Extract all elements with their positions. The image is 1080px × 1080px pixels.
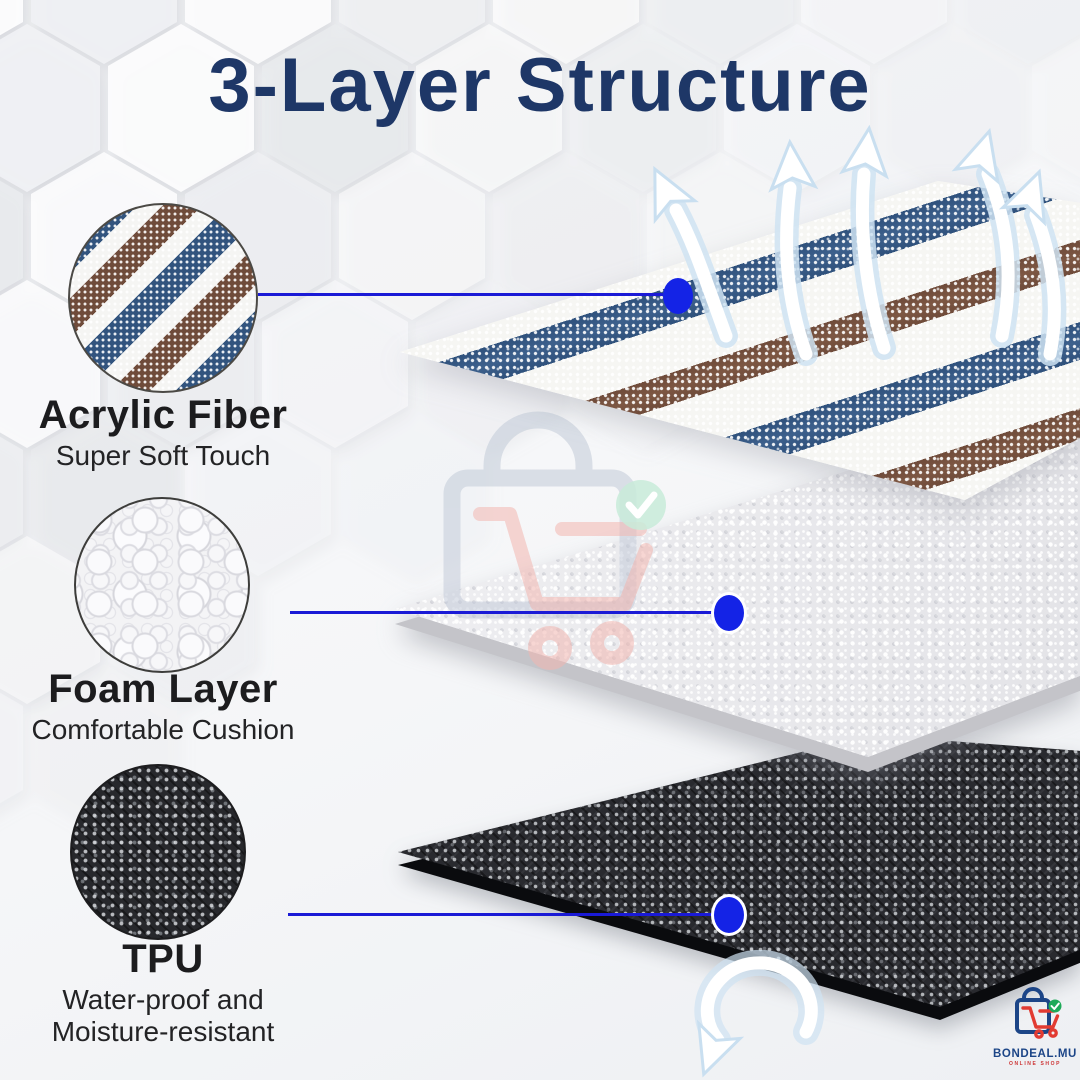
connector-line-tpu: [288, 913, 714, 916]
acrylic-fiber-swatch: [68, 203, 258, 393]
brand-tagline: ONLINE SHOP: [1008, 1061, 1062, 1067]
connector-dot-tpu: [711, 894, 747, 936]
check-badge-icon: [616, 480, 666, 530]
check-badge-icon: [1048, 999, 1062, 1013]
shopping-cart-icon: [1021, 1006, 1060, 1039]
shopping-bag-icon: [1015, 987, 1051, 1034]
connector-dot-acrylic: [663, 278, 693, 314]
airflow-arrow-icon-3: [840, 124, 896, 360]
moisture-arrow-icon: [681, 949, 825, 1080]
airflow-arrow-icon-4: [953, 123, 1021, 348]
shopping-cart-icon: [473, 507, 653, 670]
brand-name: BONDEAL.MU: [993, 1048, 1077, 1060]
airflow-arrow-icon-1: [633, 157, 738, 348]
tpu-label: TPU: [122, 937, 204, 981]
airflow-arrow-icon-5: [1001, 162, 1067, 366]
brand-logo: BONDEAL.MU ONLINE SHOP: [983, 986, 1080, 1067]
airflow-arrow-icon-2: [766, 139, 818, 366]
tpu-description: Water-proof and Moisture-resistant: [51, 984, 275, 1048]
foam-layer-label: Foam Layer: [48, 667, 278, 711]
tpu-swatch: [70, 764, 246, 940]
acrylic-fiber-label: Acrylic Fiber: [38, 393, 288, 437]
connector-line-foam: [290, 611, 714, 614]
page-title: 3-Layer Structure: [208, 43, 872, 128]
foam-layer-swatch: [74, 497, 250, 673]
foam-layer-description: Comfortable Cushion: [31, 714, 295, 745]
connector-line-acrylic: [258, 293, 663, 296]
acrylic-fiber-description: Super Soft Touch: [55, 440, 271, 471]
brand-logo-icon: [1015, 987, 1062, 1039]
connector-dot-foam: [711, 592, 747, 634]
